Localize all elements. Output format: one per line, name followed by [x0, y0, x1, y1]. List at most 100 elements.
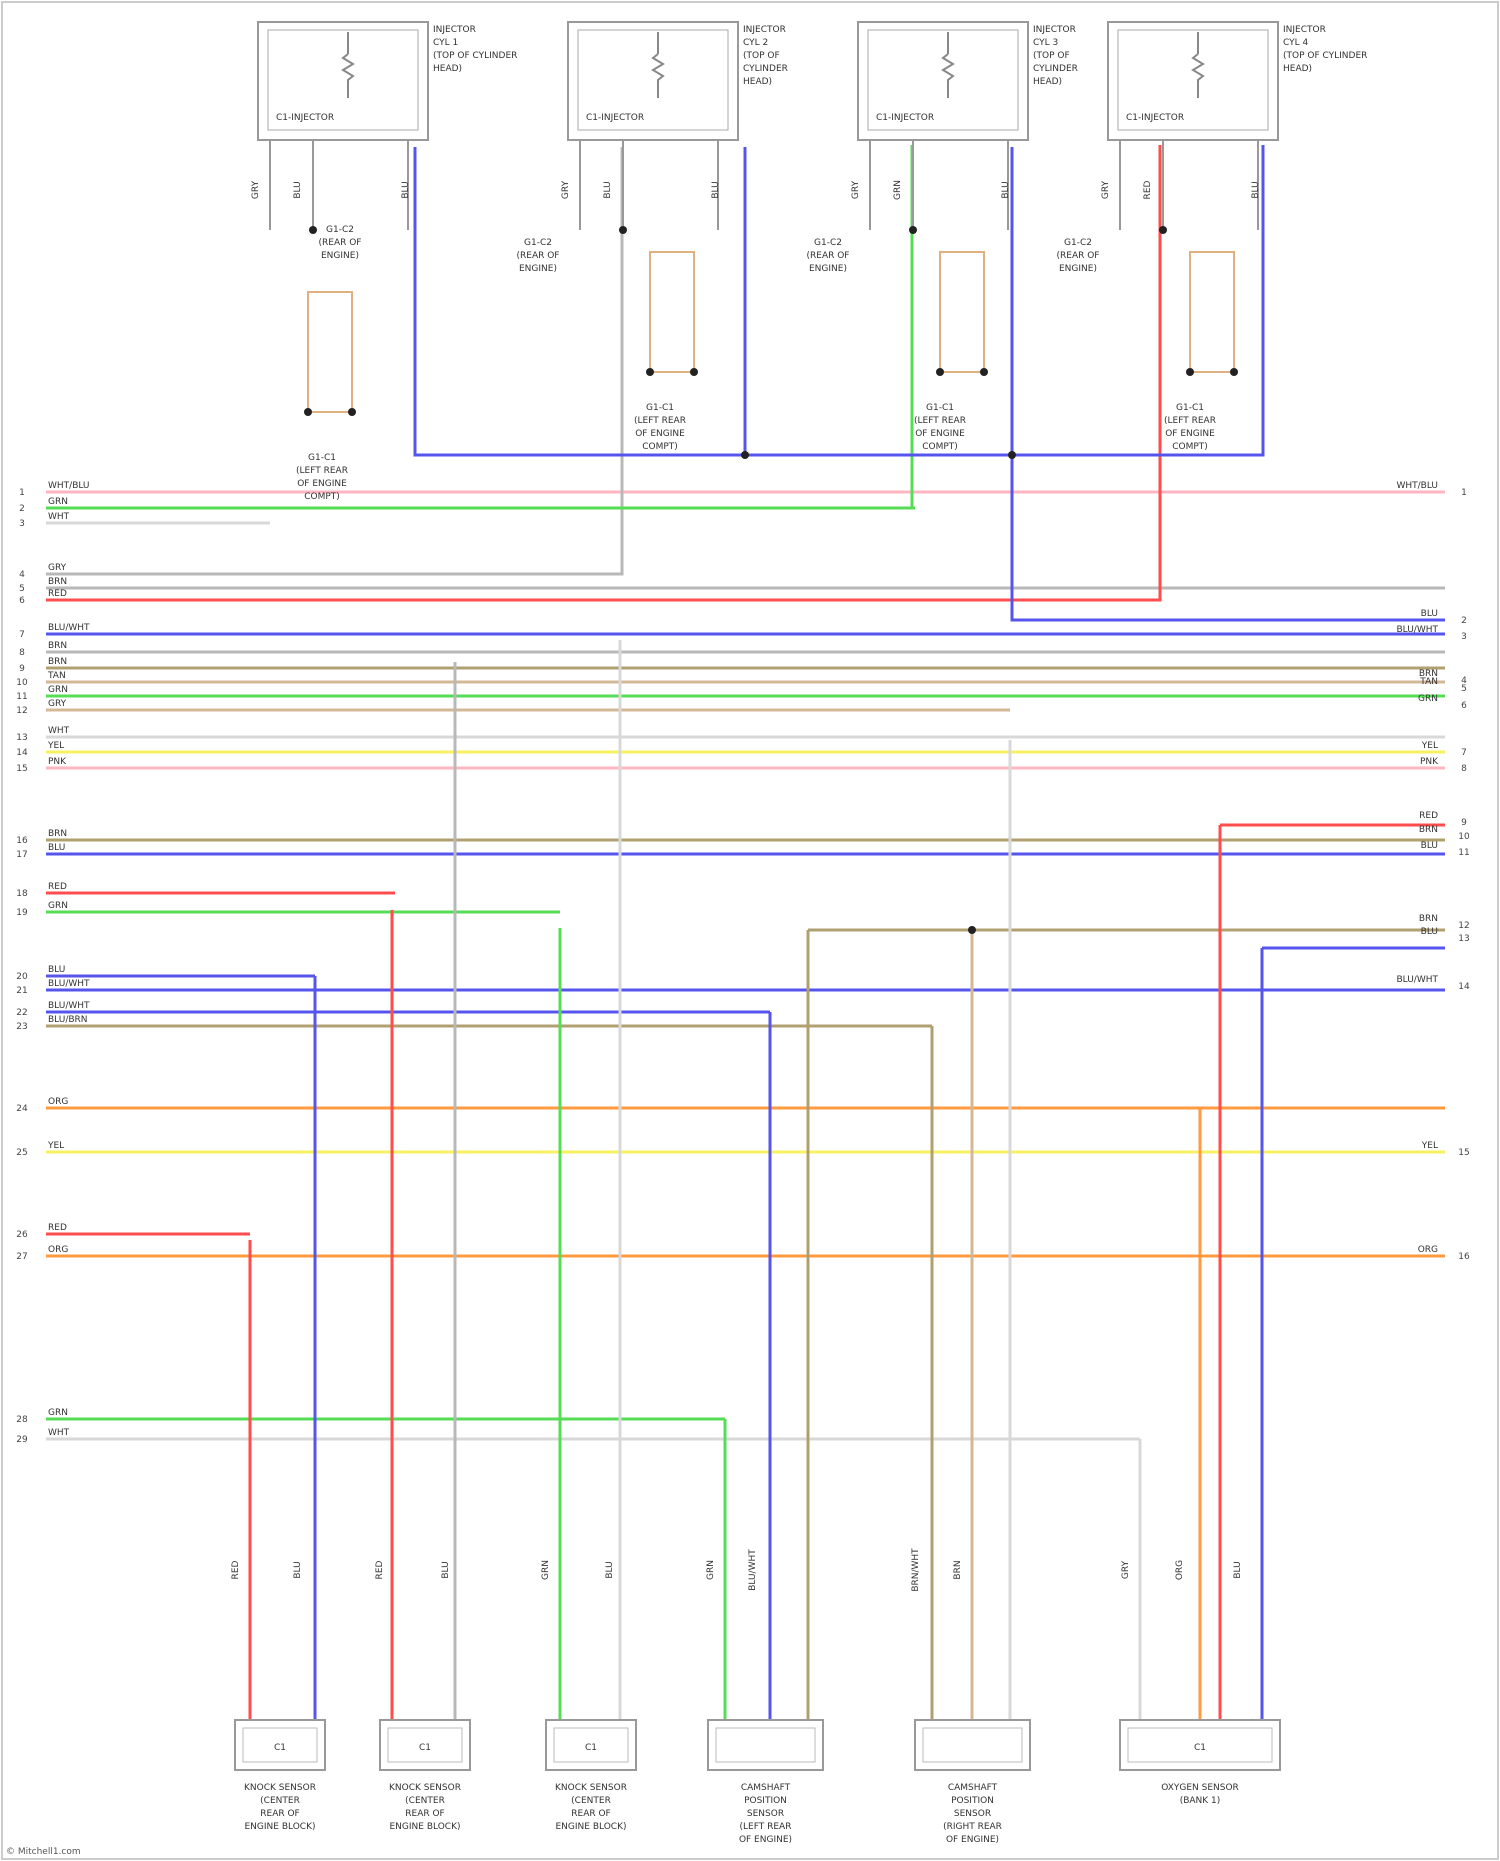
- sensor-caption: (LEFT REAR: [740, 1822, 792, 1832]
- stub-wire-label: GRY: [1101, 180, 1111, 199]
- sensor-wire-label: BLU: [1233, 1561, 1243, 1578]
- sensor-caption: SENSOR: [954, 1809, 991, 1819]
- sensor-connector-label: C1: [585, 1743, 597, 1753]
- ground-label: (LEFT REAR: [914, 416, 966, 426]
- ground-dot: [909, 226, 917, 234]
- ground-label: ENGINE): [321, 251, 359, 261]
- left-wire-label: WHT: [48, 512, 70, 522]
- ground-label: G1-C1: [646, 403, 674, 413]
- splice-dot: [304, 408, 312, 416]
- sensor-connector-label: C1: [274, 1743, 286, 1753]
- left-pin-number: 7: [19, 630, 25, 640]
- left-wire-label: BLU: [48, 843, 65, 853]
- splice-dot: [1186, 368, 1194, 376]
- left-pin-number: 12: [16, 706, 27, 716]
- left-pin-number: 22: [16, 1008, 27, 1018]
- injector-caption: CYL 2: [743, 38, 768, 48]
- splice-dot: [968, 926, 976, 934]
- right-wire-label: BRN: [1419, 914, 1438, 924]
- splice-dot: [980, 368, 988, 376]
- left-wire-label: GRN: [48, 685, 68, 695]
- splice-dot: [1230, 368, 1238, 376]
- sensor-caption: (CENTER: [405, 1796, 445, 1806]
- label-layer: 1WHT/BLU2GRN3WHT4GRY5BRN6RED7BLU/WHT8BRN…: [16, 25, 1470, 1845]
- left-pin-number: 3: [19, 519, 25, 529]
- stub-wire-label: GRN: [893, 180, 903, 200]
- shield-loop: [1190, 252, 1234, 372]
- left-pin-number: 17: [16, 850, 27, 860]
- splice-dot: [936, 368, 944, 376]
- injector-caption: (TOP OF: [743, 51, 780, 61]
- left-pin-number: 24: [16, 1104, 28, 1114]
- stub-wire-label: RED: [1143, 180, 1153, 199]
- injector-caption: (TOP OF: [1033, 51, 1070, 61]
- ground-label: (REAR OF: [517, 251, 560, 261]
- left-wire-label: YEL: [47, 1141, 64, 1151]
- left-pin-number: 15: [16, 764, 27, 774]
- right-wire-label: BRN: [1419, 825, 1438, 835]
- left-wire-label: PNK: [48, 757, 67, 767]
- sensor-caption: REAR OF: [571, 1809, 610, 1819]
- left-wire-label: RED: [48, 589, 67, 599]
- splice-dot: [690, 368, 698, 376]
- left-pin-number: 20: [16, 972, 28, 982]
- right-pin-number: 11: [1458, 848, 1469, 858]
- ground-label: (REAR OF: [1057, 251, 1100, 261]
- injector-caption: CYLINDER: [743, 64, 788, 74]
- left-pin-number: 1: [19, 488, 25, 498]
- ground-dot: [619, 226, 627, 234]
- right-pin-number: 1: [1461, 488, 1467, 498]
- splice-dot: [1008, 451, 1016, 459]
- sensor-caption: (BANK 1): [1180, 1796, 1221, 1806]
- left-wire-label: RED: [48, 882, 67, 892]
- splice-dot: [646, 368, 654, 376]
- left-wire-label: GRN: [48, 497, 68, 507]
- left-wire-label: GRN: [48, 901, 68, 911]
- right-pin-number: 3: [1461, 632, 1467, 642]
- right-wire-label: GRN: [1418, 694, 1438, 704]
- ground-label: G1-C1: [1176, 403, 1204, 413]
- injector-caption: INJECTOR: [1033, 25, 1076, 35]
- right-wire-label: BLU/WHT: [1396, 625, 1438, 635]
- left-pin-number: 21: [16, 986, 27, 996]
- connector-label: C1-INJECTOR: [876, 113, 934, 123]
- wire-layer: [46, 145, 1445, 1720]
- right-wire-label: BLU: [1421, 609, 1438, 619]
- injector-caption: HEAD): [1283, 64, 1312, 74]
- right-pin-number: 7: [1461, 748, 1467, 758]
- left-wire-label: ORG: [48, 1245, 68, 1255]
- left-pin-number: 19: [16, 908, 28, 918]
- stub-wire-label: BLU: [293, 181, 303, 198]
- cyl3-blu-route: [1012, 147, 1445, 620]
- left-wire-label: GRY: [48, 563, 67, 573]
- right-wire-label: BLU: [1421, 841, 1438, 851]
- ground-label: OF ENGINE: [297, 479, 347, 489]
- left-wire-label: ORG: [48, 1097, 68, 1107]
- sensor-wire-label: RED: [375, 1560, 385, 1579]
- injector-caption: HEAD): [433, 64, 462, 74]
- left-wire-label: BLU/WHT: [48, 979, 90, 989]
- left-pin-number: 28: [16, 1415, 28, 1425]
- connector-label: C1-INJECTOR: [1126, 113, 1184, 123]
- sensor-caption: CAMSHAFT: [948, 1783, 998, 1793]
- cyl4-red-route: [46, 145, 1160, 600]
- stub-wire-label: GRY: [561, 180, 571, 199]
- left-wire-label: YEL: [47, 741, 64, 751]
- sensor-caption: KNOCK SENSOR: [555, 1783, 627, 1793]
- stub-wire-label: BLU: [401, 181, 411, 198]
- stub-wire-label: BLU: [711, 181, 721, 198]
- right-wire-label: WHT/BLU: [1396, 481, 1438, 491]
- sensor-wire-label: ORG: [1175, 1560, 1185, 1580]
- ground-label: G1-C1: [926, 403, 954, 413]
- ground-label: (REAR OF: [807, 251, 850, 261]
- right-pin-number: 14: [1458, 982, 1470, 992]
- right-wire-label: TAN: [1419, 677, 1438, 687]
- ground-label: G1-C1: [308, 453, 336, 463]
- left-wire-label: BRN: [48, 577, 67, 587]
- injector-caption: CYL 1: [433, 38, 458, 48]
- watermark: © Mitchell1.com: [6, 1847, 81, 1857]
- shield-loop: [650, 252, 694, 372]
- ground-label: OF ENGINE: [635, 429, 685, 439]
- sensor-caption: (CENTER: [260, 1796, 300, 1806]
